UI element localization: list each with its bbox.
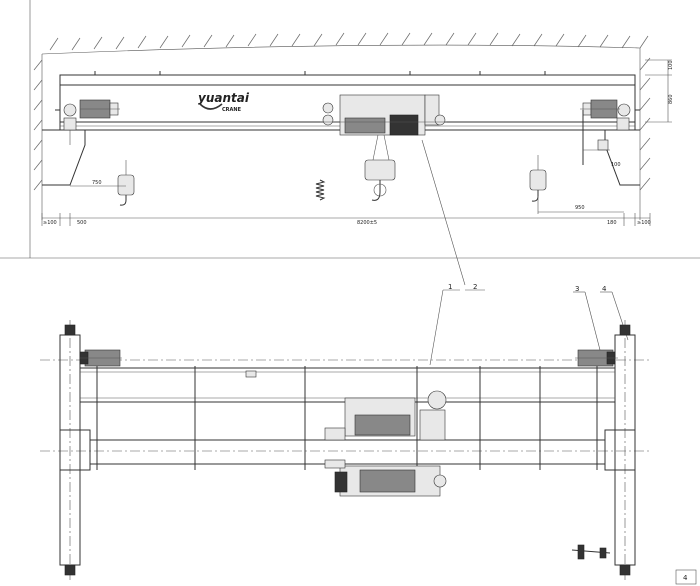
buffer-rod [571, 544, 611, 560]
left-wall-hatching [33, 54, 43, 220]
main-hook-block [364, 134, 396, 201]
callout-1: 1 [448, 283, 452, 291]
dim-span: 8200±5 [357, 220, 377, 226]
hoist-trolley-elevation [320, 94, 447, 136]
left-hook-position [117, 160, 135, 206]
logo-brand: yuantai [198, 91, 250, 105]
left-end-carriage [59, 324, 91, 576]
dim-500: 500 [77, 220, 87, 226]
height-dimensions: 100 860 [645, 59, 674, 123]
cable-spring [315, 179, 326, 201]
hoist-trolley-plan [324, 390, 447, 497]
dim-950: 950 [575, 205, 585, 211]
girder-diaphragms [96, 366, 598, 470]
right-drive-plan [575, 349, 618, 367]
hook-approach-dimensions: 750 950 100 [70, 162, 624, 214]
sheet-number-box: 4 [675, 569, 697, 585]
dim-h100: 100 [668, 60, 674, 70]
dim-left-100: ≥100 [43, 220, 57, 226]
right-runway-bracket [582, 110, 640, 186]
left-runway-bracket [42, 117, 86, 186]
callout-2: 2 [473, 283, 477, 291]
callout-4: 4 [602, 285, 607, 293]
centerlines [40, 320, 650, 580]
right-travel-drive [580, 99, 620, 119]
callout-leaders [421, 139, 629, 366]
right-hook-position [529, 155, 547, 202]
right-wall-hatching [639, 48, 651, 220]
callout-3: 3 [575, 285, 579, 293]
left-drive-plan [79, 349, 122, 367]
sheet-number: 4 [683, 574, 688, 582]
ceiling-hatching [41, 32, 649, 55]
dim-100-side: 100 [611, 162, 621, 168]
left-travel-drive [79, 99, 120, 119]
logo-sub: CRANE [222, 107, 242, 113]
dim-right-100: ≥100 [637, 220, 651, 226]
dim-h860: 860 [668, 94, 674, 104]
span-dimensions: ≥100 500 8200±5 180 ≥100 [41, 213, 651, 226]
dim-750: 750 [92, 180, 102, 186]
yuantai-logo: yuantai CRANE [198, 91, 250, 113]
logo-swoosh-icon [199, 103, 223, 110]
dim-180: 180 [607, 220, 617, 226]
